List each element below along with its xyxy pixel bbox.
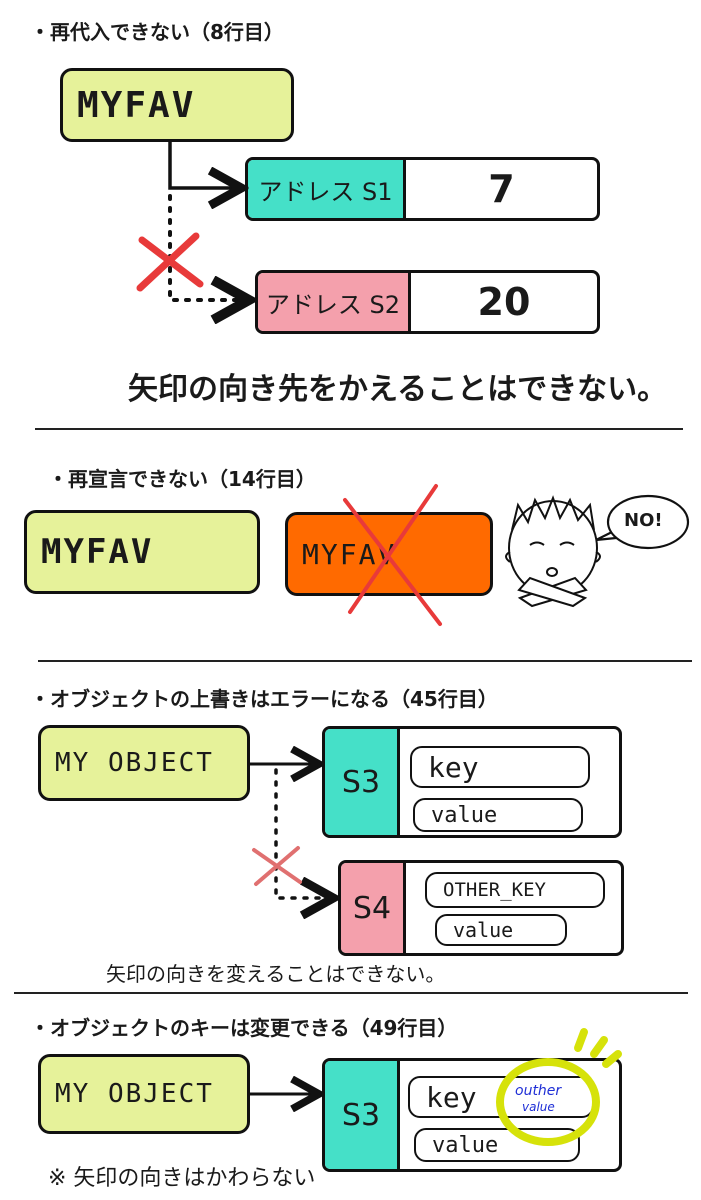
divider-2 <box>38 660 692 662</box>
dotted-arrow-to-s2 <box>168 194 245 300</box>
address-s4: S4 <box>341 863 406 953</box>
cross-mark-3 <box>252 846 302 886</box>
section4-heading: ・オブジェクトのキーは変更できる（49行目） <box>30 1016 458 1040</box>
highlight-circle-icon <box>496 1028 622 1146</box>
myfav-variable-box: MYFAV <box>60 68 294 142</box>
divider-1 <box>35 428 683 430</box>
address-s2: アドレス S2 <box>258 273 411 331</box>
myobject-variable-box-2: MY OBJECT <box>38 1054 250 1134</box>
object-key-pill: key <box>410 746 590 788</box>
address-s1: アドレス S1 <box>248 160 406 218</box>
myobject-variable-box: MY OBJECT <box>38 725 250 801</box>
arrow-to-s1 <box>168 142 238 188</box>
value-7: 7 <box>488 167 515 211</box>
memory-cell-s2: アドレス S2 20 <box>255 270 600 334</box>
dotted-arrow-to-s4 <box>274 768 330 898</box>
speech-bubble-icon <box>595 494 690 550</box>
section1-heading: ・再代入できない（8行目） <box>30 20 284 44</box>
changed-value-line-2: value <box>522 1100 555 1114</box>
address-s3: S3 <box>325 729 400 835</box>
other-key-pill: OTHER_KEY <box>425 872 605 908</box>
section4-note: ※ 矢印の向きはかわらない <box>48 1166 316 1191</box>
cross-mark-2 <box>343 484 442 626</box>
memory-cell-s1: アドレス S1 7 <box>245 157 600 221</box>
changed-value-line-1: outher <box>515 1083 562 1099</box>
section3-note: 矢印の向きを変えることはできない。 <box>106 962 446 986</box>
cross-mark-1 <box>136 232 204 292</box>
section1-note: 矢印の向き先をかえることはできない。 <box>128 372 668 407</box>
object-value-pill: value <box>413 798 583 832</box>
address-s3-changed: S3 <box>325 1061 400 1169</box>
value-20: 20 <box>477 280 531 324</box>
section3-heading: ・オブジェクトの上書きはエラーになる（45行目） <box>30 687 498 711</box>
myfav-variable-box-2: MYFAV <box>24 510 260 594</box>
face-arms-crossed-icon <box>505 495 601 608</box>
divider-3 <box>14 992 688 994</box>
other-value-pill: value <box>435 914 567 946</box>
no-bubble-text: NO! <box>624 510 663 531</box>
section2-heading: ・再宣言できない（14行目） <box>48 467 316 491</box>
